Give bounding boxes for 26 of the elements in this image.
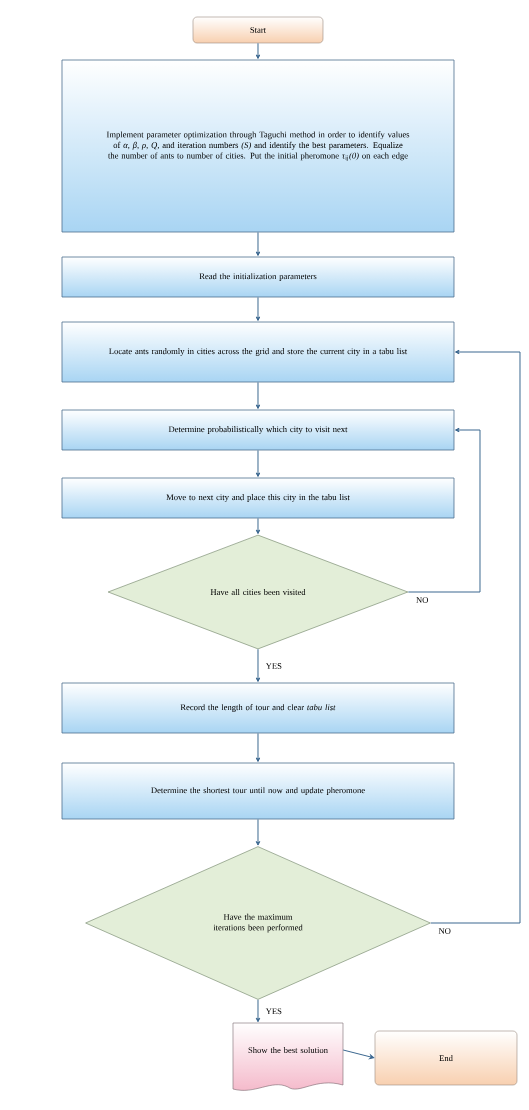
arrow [255,449,261,477]
arrow [255,818,261,846]
terminal-box: Start [192,16,324,44]
process-box: Move to next city and place this city in the tabu list [61,477,455,519]
edge-label: YES [264,1006,284,1016]
arrow [407,427,481,593]
process-box: Determine probabilistically which city to visit next [61,409,455,451]
process-box: Read the initialization parameters [61,256,455,298]
arrow [255,648,261,682]
arrow [430,349,521,924]
arrow [255,231,261,256]
arrow [255,732,261,762]
arrow [255,296,261,321]
arrow [255,517,261,535]
terminal-box: End [374,1030,518,1086]
arrow [255,999,261,1023]
edge-label: YES [264,661,284,671]
process-box: Record the length of tour and clear tabu list [61,682,455,734]
arrow [255,42,261,59]
process-box: Implement parameter optimization through Taguchi method in order to identify values of α, β, ρ, Q, and iteration numbers (S) and identify the best parameters. Equalize the number of ants to number of cities. Put the initial pheromone τ$_{ij}$(0) on each edge [61,59,455,233]
edge-label: NO [414,595,430,605]
process-box: Locate ants randomly in cities across the grid and store the current city in a tabu list [61,321,455,383]
edge-label: NO [437,926,453,936]
arrow [342,1049,375,1060]
arrow [255,381,261,409]
process-box: Determine the shortest tour until now and update pheromone [61,762,455,820]
